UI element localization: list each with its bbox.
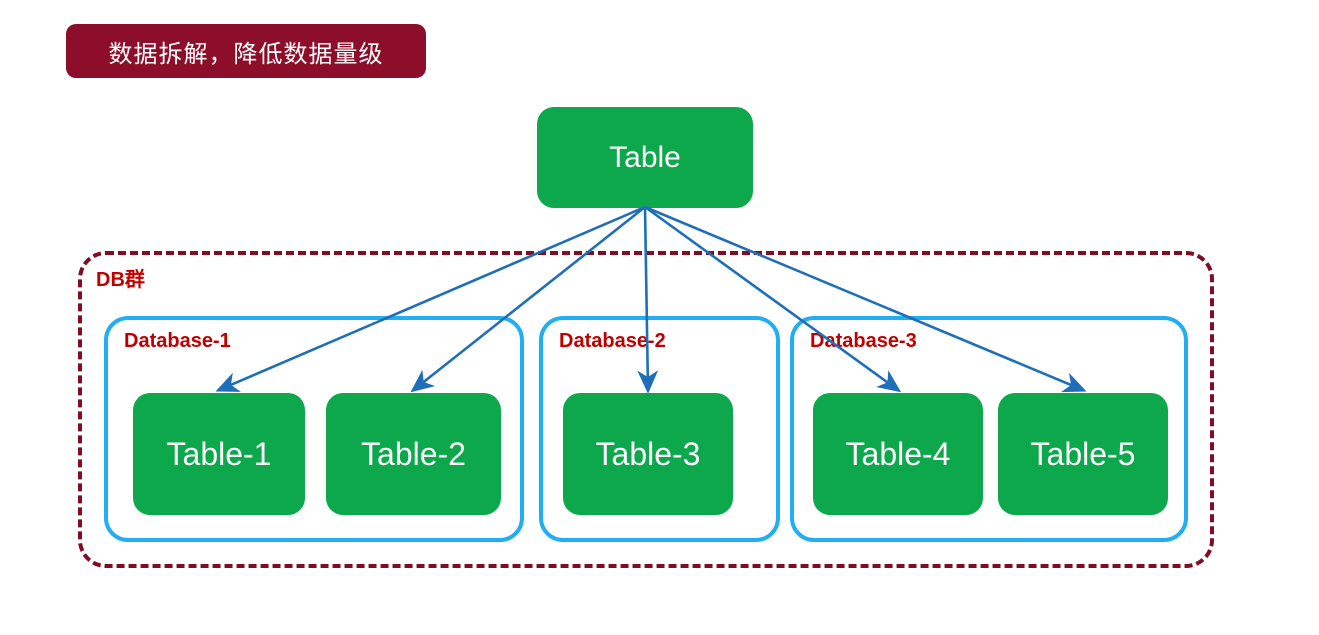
- database-box-2: Database-2 Table-3: [539, 316, 780, 542]
- table-4-node: Table-4: [813, 393, 983, 515]
- database-1-label: Database-1: [124, 330, 231, 352]
- table-5-node: Table-5: [998, 393, 1168, 515]
- database-3-label: Database-3: [810, 330, 917, 352]
- db-cluster-box: DB群 Database-1 Table-1 Table-2 Database-…: [78, 251, 1214, 568]
- database-box-3: Database-3 Table-4 Table-5: [790, 316, 1188, 542]
- table-3-node: Table-3: [563, 393, 733, 515]
- db-cluster-label: DB群: [96, 269, 145, 291]
- table-1-node: Table-1: [133, 393, 305, 515]
- root-table-node: Table: [537, 107, 753, 208]
- title-banner: 数据拆解，降低数据量级: [66, 24, 426, 78]
- database-2-label: Database-2: [559, 330, 666, 352]
- table-2-node: Table-2: [326, 393, 501, 515]
- database-box-1: Database-1 Table-1 Table-2: [104, 316, 524, 542]
